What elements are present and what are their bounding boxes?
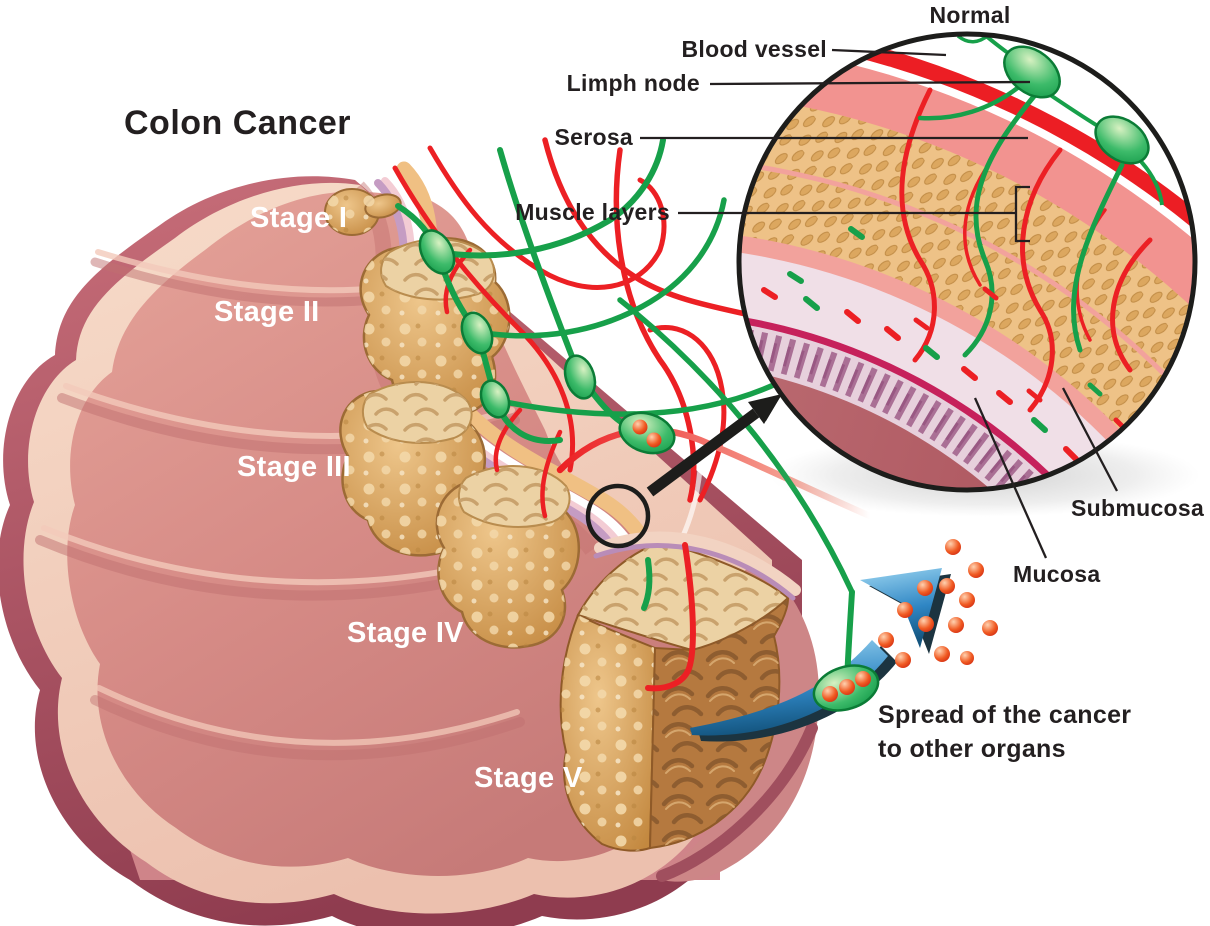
inset-circle-outline [736, 31, 1198, 493]
label-blood-vessel: Blood vessel [681, 36, 827, 62]
vessels-into-stage5 [641, 542, 696, 692]
label-stage-4: Stage IV [347, 617, 464, 649]
inset-title-normal: Normal [929, 2, 1011, 28]
label-stage-3: Stage III [237, 451, 351, 483]
lymph-node-on-arrow [812, 664, 880, 712]
stage5-lining [593, 531, 801, 601]
leader-limph-node [709, 80, 1031, 86]
label-submucosa: Submucosa [1071, 495, 1205, 521]
label-muscle-layers: Muscle layers [515, 199, 670, 225]
caption-spread: Spread of the cancer to other organs [878, 698, 1131, 766]
colon-wall-bottom-shade [656, 722, 818, 882]
inset-lymph-nodes [956, 34, 1164, 206]
leader-blood-vessel [831, 48, 947, 57]
label-serosa: Serosa [554, 124, 633, 150]
magnify-arrow [646, 394, 782, 497]
lymph-vessel-network [395, 137, 871, 595]
leader-submucosa [1061, 387, 1119, 492]
muscle-layers-bracket [1014, 185, 1030, 243]
cancer-cells-cluster [878, 539, 998, 668]
tumor-stage-5 [559, 540, 790, 852]
magnifier-circle [585, 483, 651, 549]
label-stage-2: Stage II [214, 296, 320, 328]
leader-mucosa [973, 397, 1048, 559]
colon-wall-crescent [655, 558, 819, 882]
label-stage-5: Stage V [474, 762, 583, 794]
caption-line-1: Spread of the cancer [878, 701, 1132, 729]
label-mucosa: Mucosa [1013, 561, 1101, 587]
tumor-stage-1 [324, 188, 402, 236]
leader-lines [640, 48, 1119, 559]
lymph-nodes [418, 229, 676, 455]
inset-scattered-cells [761, 226, 1129, 462]
page-title: Colon Cancer [124, 104, 352, 142]
lymph-node-with-cancer-cells [618, 411, 676, 455]
label-limph-node: Limph node [566, 70, 700, 96]
label-stage-1: Stage I [250, 202, 348, 234]
caption-line-2: to other organs [878, 735, 1066, 763]
